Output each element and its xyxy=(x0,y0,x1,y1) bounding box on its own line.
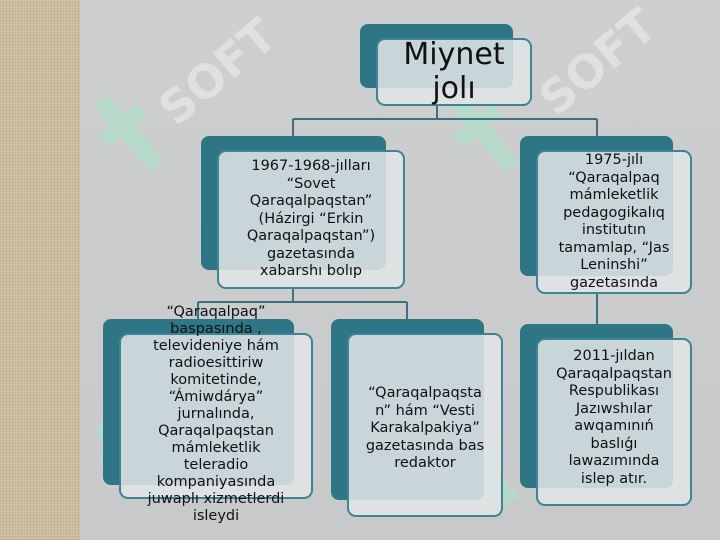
node-1975-text: 1975-jılı “Qaraqalpaq mámleketlik pedago… xyxy=(558,152,670,291)
node-1967-1968-text: 1967-1968-jılları “Sovet Qaraqalpaqstan”… xyxy=(246,158,376,280)
node-bas-redaktor: “Qaraqalpaqsta n” hám “Vesti Karakalpaki… xyxy=(347,333,503,517)
decorative-side-strip xyxy=(0,0,82,540)
node-2011-text: 2011-jıldan Qaraqalpaqstan Respublikası … xyxy=(556,348,672,487)
node-bas-redaktor-text: “Qaraqalpaqsta n” hám “Vesti Karakalpaki… xyxy=(365,385,485,472)
node-root-text: Miynet jolı xyxy=(403,37,505,106)
node-1975: 1975-jılı “Qaraqalpaq mámleketlik pedago… xyxy=(536,150,692,294)
node-root: Miynet jolı xyxy=(376,38,532,106)
node-baspa-text: “Qaraqalpaq” baspasında , televideniye h… xyxy=(147,304,285,524)
node-baspa xyxy=(119,333,313,499)
node-1967-1968: 1967-1968-jılları “Sovet Qaraqalpaqstan”… xyxy=(217,150,405,289)
node-2011: 2011-jıldan Qaraqalpaqstan Respublikası … xyxy=(536,338,692,506)
